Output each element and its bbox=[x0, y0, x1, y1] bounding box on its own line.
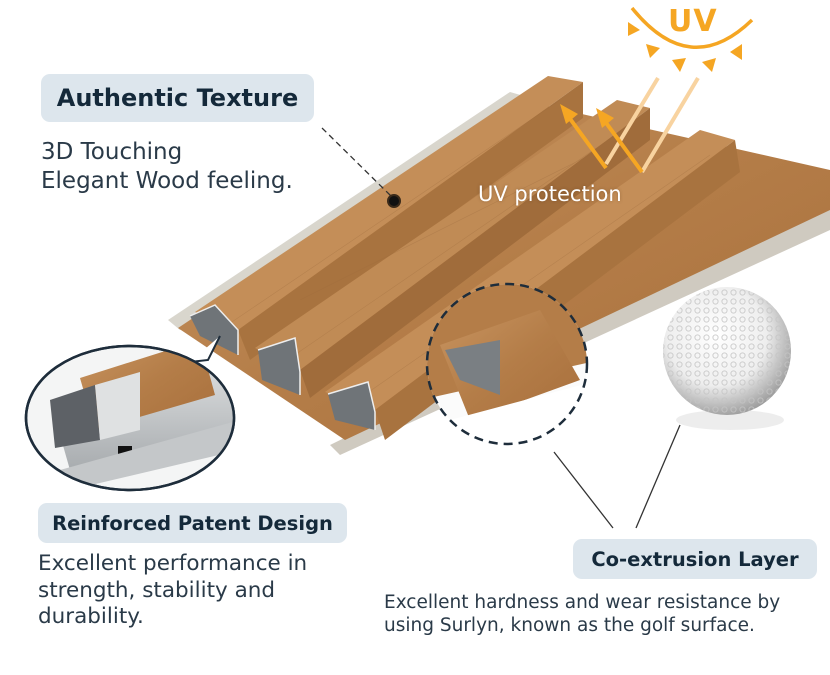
coextrusion-pointer-line-1 bbox=[553, 451, 614, 529]
coextrusion-pointer-line-2 bbox=[635, 424, 681, 529]
authentic-texture-title: Authentic Texture bbox=[41, 74, 314, 122]
uv-sun-icon bbox=[628, 6, 754, 72]
co-extrusion-layer-description: Excellent hardness and wear resistance b… bbox=[384, 592, 780, 638]
description-line: using Surlyn, known as the golf surface. bbox=[384, 614, 755, 636]
panel-end-profile bbox=[189, 304, 376, 430]
reinforced-patent-design-description: Excellent performance in strength, stabi… bbox=[38, 551, 307, 631]
description-line: Excellent hardness and wear resistance b… bbox=[384, 592, 781, 613]
texture-pointer-line bbox=[321, 127, 393, 198]
authentic-texture-description: 3D Touching Elegant Wood feeling. bbox=[41, 138, 293, 195]
pointer-dot-icon bbox=[387, 194, 401, 208]
description-line: strength, stability and bbox=[38, 577, 276, 603]
description-line: Elegant Wood feeling. bbox=[41, 167, 293, 194]
description-line: Excellent performance in bbox=[38, 551, 308, 576]
description-line: 3D Touching bbox=[41, 139, 183, 165]
uv-sun-label: UV bbox=[668, 4, 718, 39]
reflect-arrow-icon bbox=[560, 76, 700, 174]
golf-ball-icon bbox=[663, 287, 791, 430]
uv-protection-caption: UV protection bbox=[478, 182, 622, 206]
co-extrusion-layer-title: Co-extrusion Layer bbox=[573, 539, 817, 579]
description-line: durability. bbox=[38, 604, 144, 630]
reinforced-detail-callout bbox=[24, 335, 236, 492]
reinforced-patent-design-title: Reinforced Patent Design bbox=[38, 503, 347, 543]
